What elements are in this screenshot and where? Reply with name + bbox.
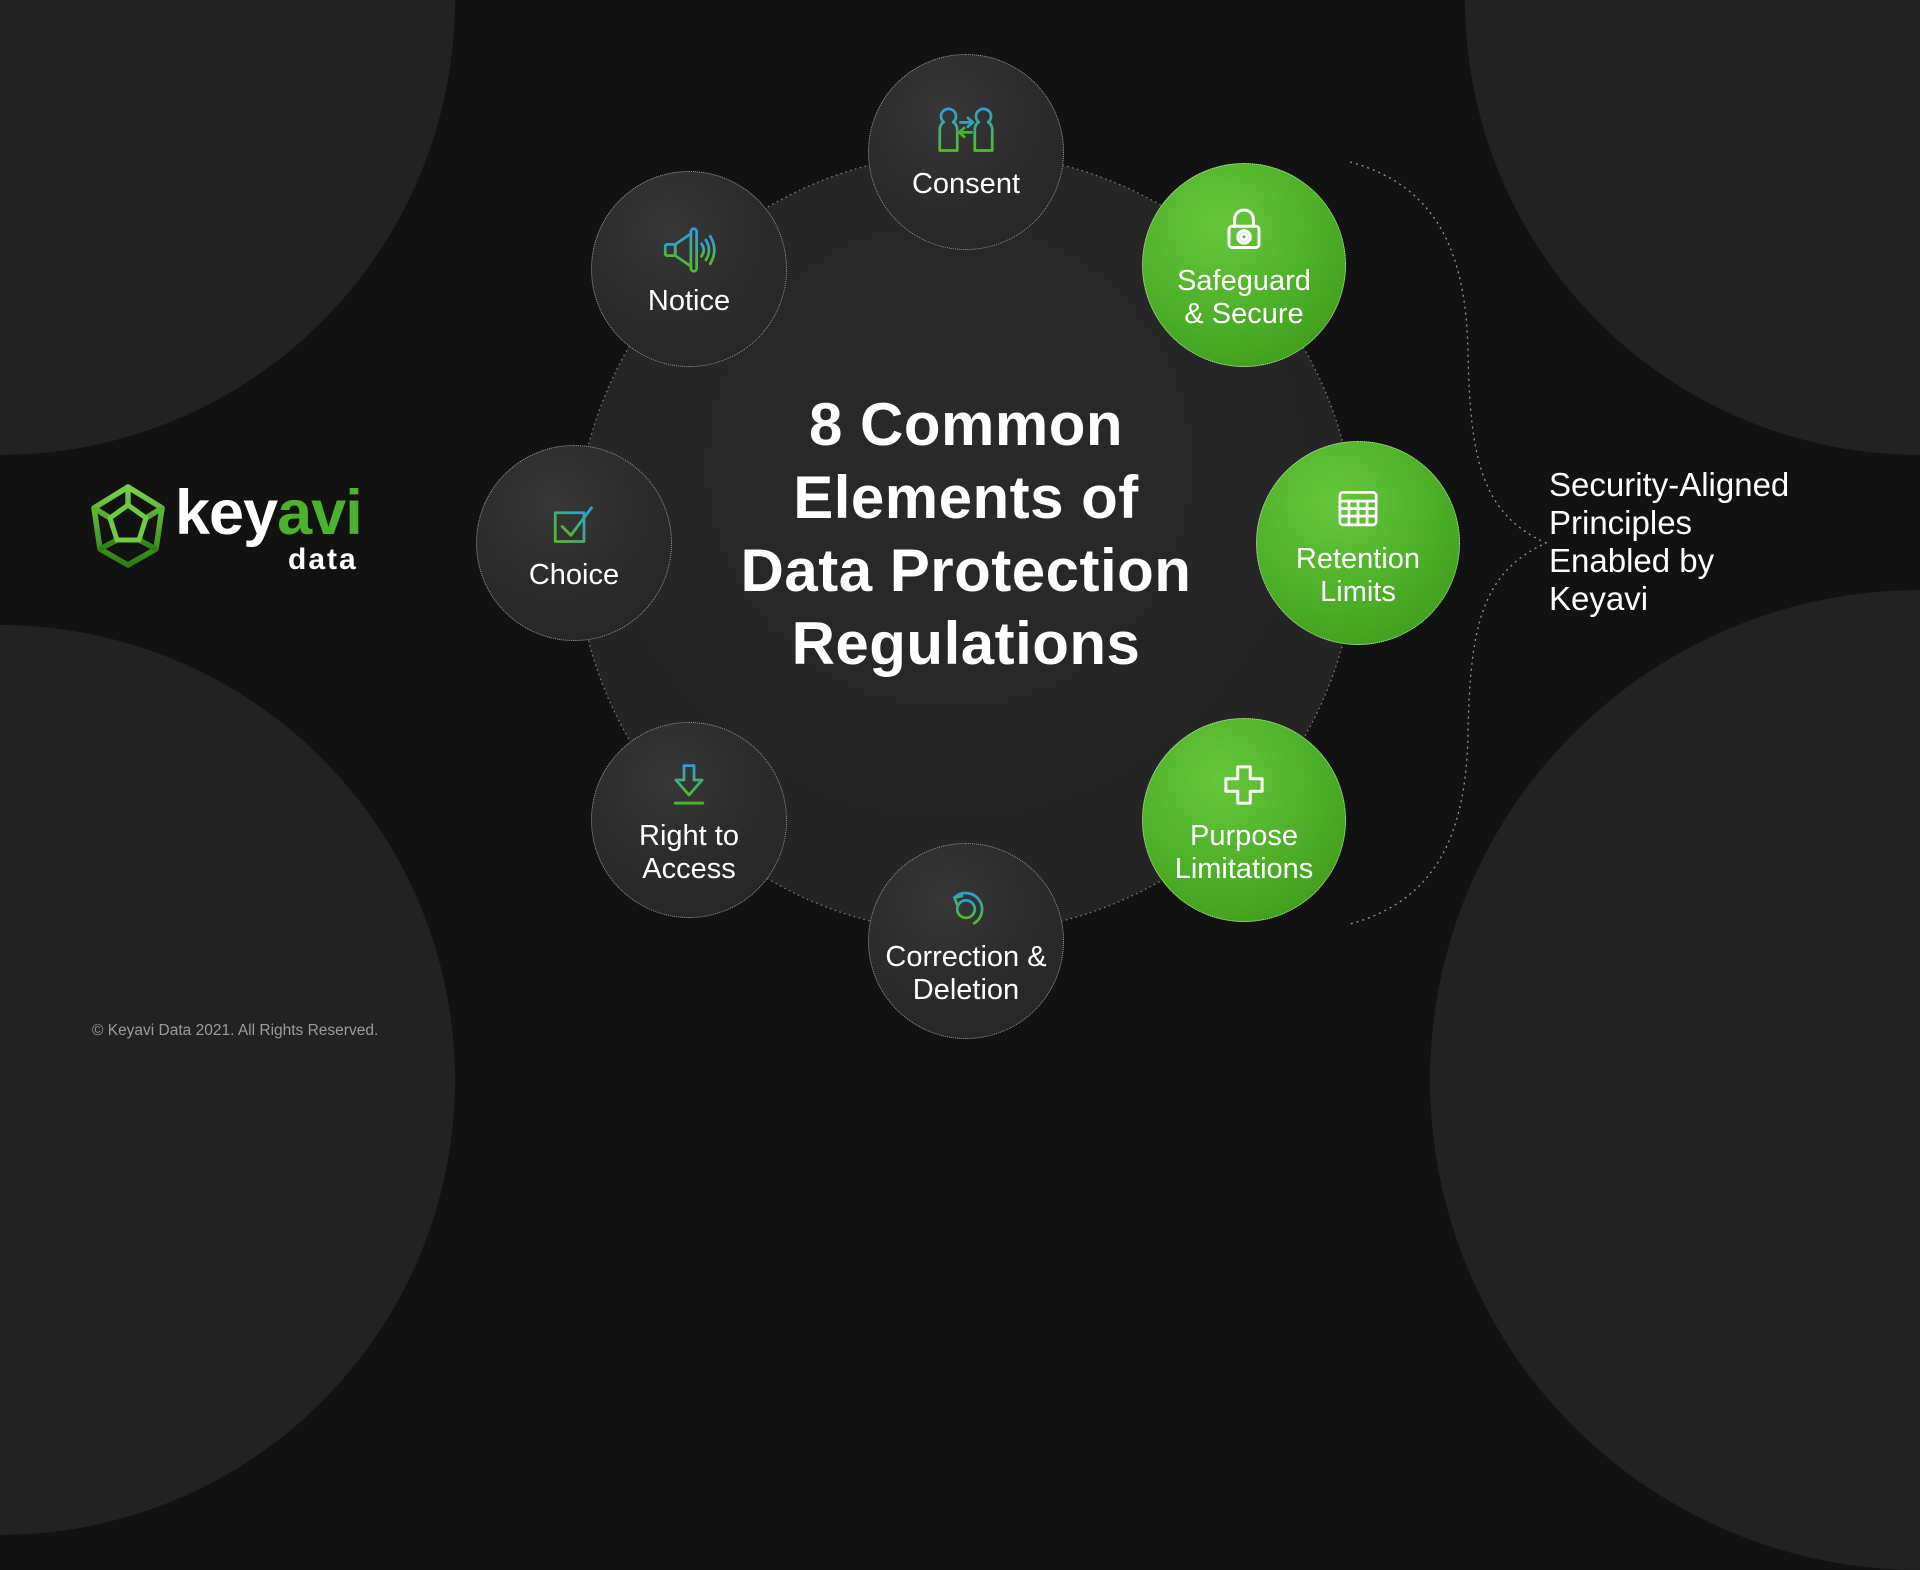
node-label-line: Purpose xyxy=(1189,819,1298,852)
node-retention-limits: Retention Limits xyxy=(1256,441,1460,645)
callout-text: Security-Aligned Principles Enabled by K… xyxy=(1549,466,1789,618)
node-label: Right to Access xyxy=(639,820,739,886)
node-label: Purpose Limitations xyxy=(1175,820,1314,886)
download-arrow-icon xyxy=(673,763,705,805)
logo-text-avi: avi xyxy=(277,478,363,548)
node-purpose-limitations: Purpose Limitations xyxy=(1142,718,1346,922)
node-label-line: Right to xyxy=(639,819,739,852)
node-right-to-access: Right to Access xyxy=(591,722,787,918)
node-label-line: Notice xyxy=(647,285,731,317)
node-label: Correction & Deletion xyxy=(885,941,1046,1007)
node-label: Choice xyxy=(529,559,619,592)
node-label: Retention Limits xyxy=(1296,543,1420,609)
people-exchange-icon xyxy=(938,107,994,152)
callout-line: Enabled by xyxy=(1549,542,1715,579)
node-label: Consent xyxy=(912,168,1020,201)
corner-shape-bottom-right xyxy=(1430,590,1920,1570)
title-line: Regulations xyxy=(791,610,1141,677)
node-label-line: Retention xyxy=(1295,542,1421,575)
logo-text-key: key xyxy=(175,478,278,548)
logo-text: keyavi data xyxy=(175,482,363,576)
node-label-line: Deletion xyxy=(912,973,1020,1006)
corner-shape-bottom-left xyxy=(0,625,455,1535)
node-safeguard-secure: Safeguard & Secure xyxy=(1142,163,1346,367)
node-notice: Notice xyxy=(591,171,787,367)
copyright-text: © Keyavi Data 2021. All Rights Reserved. xyxy=(92,1022,379,1039)
node-consent: Consent xyxy=(868,54,1064,250)
logo-wordmark: keyavi xyxy=(175,482,363,545)
page-title: 8 Common Elements of Data Protection Reg… xyxy=(566,388,1366,680)
node-correction-deletion: Correction & Deletion xyxy=(868,843,1064,1039)
corner-shape-top-right xyxy=(1465,0,1920,455)
padlock-icon xyxy=(1227,208,1261,249)
node-label: Notice xyxy=(648,285,730,318)
node-label-line: & Secure xyxy=(1184,297,1304,330)
node-label-line: Limitations xyxy=(1174,852,1314,885)
callout-line: Keyavi xyxy=(1549,580,1649,617)
node-label-line: Correction & xyxy=(885,940,1047,973)
node-label-line: Access xyxy=(642,852,736,885)
keyavi-polyhedron-icon xyxy=(91,484,165,568)
node-label: Safeguard & Secure xyxy=(1177,265,1311,331)
keyavi-logo: keyavi data xyxy=(88,482,363,576)
callout-line: Principles xyxy=(1549,504,1693,541)
title-line: Elements of xyxy=(793,464,1139,531)
node-label-line: Limits xyxy=(1320,575,1396,608)
title-line: 8 Common xyxy=(808,391,1124,458)
logo-text-data: data xyxy=(288,543,358,576)
medical-cross-icon xyxy=(1224,764,1264,805)
checkbox-check-icon xyxy=(553,506,593,543)
node-label-line: Safeguard xyxy=(1177,264,1311,297)
node-label-line: Consent xyxy=(911,168,1020,200)
callout-line: Security-Aligned xyxy=(1549,466,1790,503)
corner-shape-top-left xyxy=(0,0,455,455)
table-grid-icon xyxy=(1338,490,1378,526)
megaphone-icon xyxy=(663,227,716,273)
title-line: Data Protection xyxy=(740,537,1192,604)
node-label-line: Choice xyxy=(528,559,620,591)
node-choice: Choice xyxy=(476,445,672,641)
circular-arrows-icon xyxy=(953,891,984,925)
